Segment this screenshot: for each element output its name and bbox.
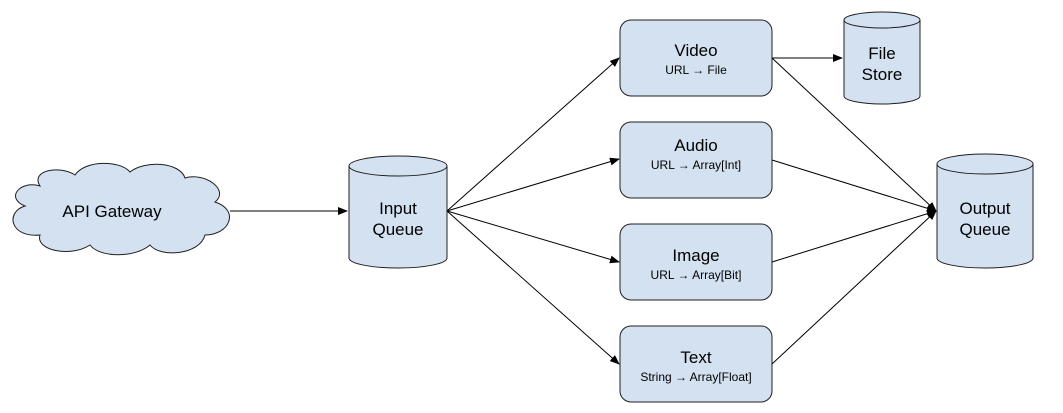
text-box [619, 325, 773, 403]
edge-input-queue-to-audio [446, 157, 620, 212]
input-queue-label-line2: Queue [372, 220, 423, 239]
audio-box [619, 121, 773, 199]
audio-title: Audio [674, 136, 717, 155]
edges [230, 54, 937, 365]
image-node: Image URL → Array[Bit] [619, 223, 773, 301]
video-subtitle: URL → File [665, 63, 727, 77]
video-box [619, 19, 773, 97]
edge-audio-to-output-queue [771, 159, 937, 213]
file-store-node: File Store [843, 11, 921, 105]
input-queue-node: Input Queue [348, 155, 448, 269]
output-queue-label-line2: Queue [959, 220, 1010, 239]
api-gateway-node: API Gateway [12, 162, 230, 256]
edge-input-queue-to-video [446, 57, 620, 212]
video-title: Video [674, 41, 717, 60]
file-store-label-line2: Store [862, 65, 903, 84]
edge-input-queue-to-text [446, 210, 620, 365]
cylinder-body [936, 164, 1034, 269]
image-subtitle: URL → Array[Bit] [651, 268, 742, 282]
cylinder-top [936, 153, 1034, 175]
output-queue-label-line1: Output [959, 199, 1010, 218]
file-store-label-line1: File [868, 44, 895, 63]
edge-video-to-output-queue [771, 57, 937, 212]
cylinder-body [348, 166, 448, 269]
cylinder-body [843, 20, 921, 105]
text-node: Text String → Array[Float] [619, 325, 773, 403]
image-title: Image [672, 246, 719, 265]
cloud-shape [12, 162, 230, 256]
api-gateway-label: API Gateway [62, 202, 162, 221]
audio-node: Audio URL → Array[Int] [619, 121, 773, 199]
text-title: Text [680, 348, 711, 367]
output-queue-node: Output Queue [936, 153, 1034, 269]
input-queue-label-line1: Input [379, 199, 417, 218]
edge-input-queue-to-image [446, 210, 620, 264]
edge-image-to-output-queue [771, 209, 937, 263]
edge-text-to-output-queue [771, 210, 937, 365]
cylinder-top [348, 155, 448, 177]
text-subtitle: String → Array[Float] [640, 370, 751, 384]
image-box [619, 223, 773, 301]
video-node: Video URL → File [619, 19, 773, 97]
cylinder-top [843, 11, 921, 29]
audio-subtitle: URL → Array[Int] [651, 158, 741, 172]
